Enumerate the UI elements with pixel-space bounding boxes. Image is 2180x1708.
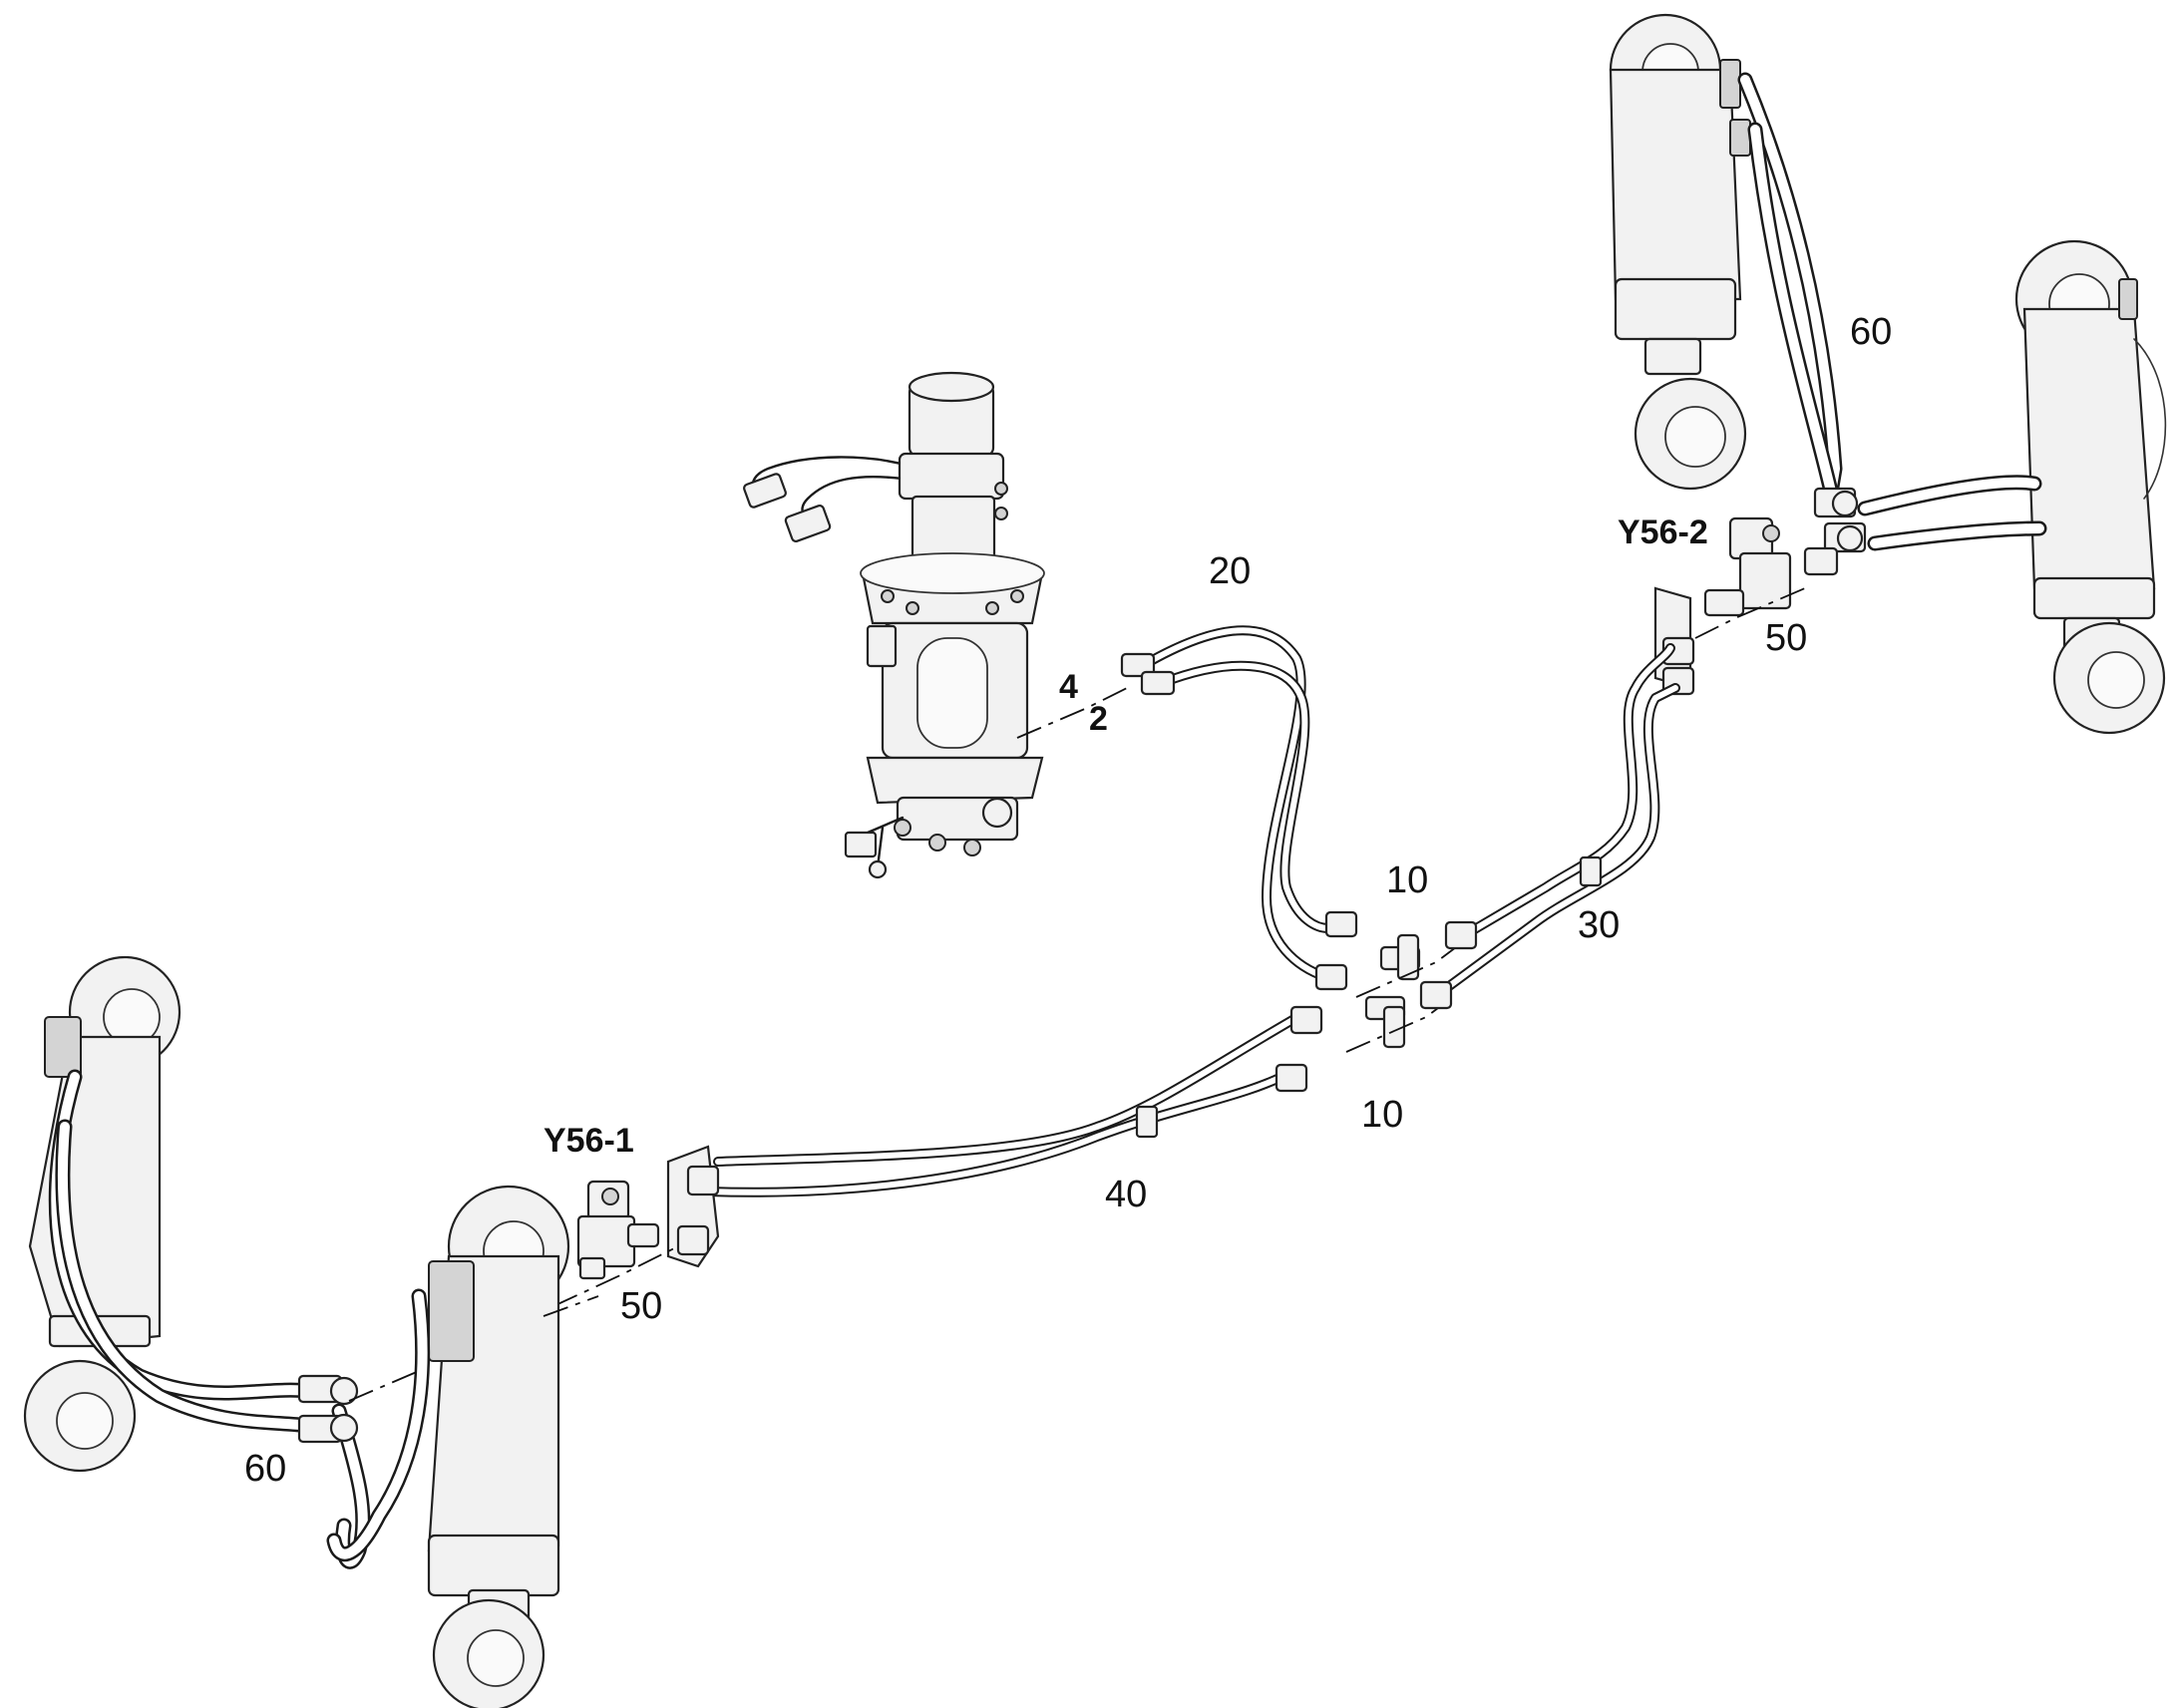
label-tee-upper: 10 <box>1386 859 1428 901</box>
label-port-2: 2 <box>1089 700 1108 738</box>
pipe-assembly-20 <box>1120 625 1358 991</box>
hydraulic-cylinder-icon <box>2014 239 2167 735</box>
centerline-valve-lower <box>552 1245 679 1307</box>
label-valve-upper-item: 50 <box>1765 617 1807 659</box>
hose-assembly-lower <box>48 1069 431 1569</box>
label-hose-lower: 60 <box>244 1448 286 1490</box>
hydraulic-cylinder-icon <box>1609 13 1751 491</box>
centerline-motor <box>1016 687 1128 739</box>
manifold-block-lower <box>666 1145 720 1268</box>
label-pipe-40: 40 <box>1105 1174 1147 1215</box>
centerline-tees <box>1355 946 1457 998</box>
label-pipe-30: 30 <box>1578 904 1620 946</box>
pipe-assembly-40 <box>703 1005 1323 1197</box>
centerline-hoses-lower <box>348 1370 420 1402</box>
label-valve-lower: Y56-1 <box>544 1122 634 1160</box>
hose-assembly-upper <box>1737 72 2047 576</box>
label-valve-lower-item: 50 <box>620 1285 662 1327</box>
pipe-assembly-30 <box>1419 643 1680 1010</box>
centerline-cylinder-lower <box>543 1295 599 1317</box>
steering-motor-icon <box>743 371 1045 879</box>
label-tee-lower: 10 <box>1361 1094 1403 1136</box>
label-port-4: 4 <box>1059 668 1078 706</box>
hydraulic-cylinder-icon <box>427 1185 570 1708</box>
label-valve-upper: Y56-2 <box>1618 513 1708 551</box>
solenoid-valve-icon <box>1653 516 1792 696</box>
tee-fitting-icon <box>1364 933 1421 1049</box>
label-pipe-20: 20 <box>1209 550 1251 592</box>
centerline-valve-upper <box>1694 587 1806 639</box>
label-hose-upper: 60 <box>1850 311 1892 353</box>
solenoid-valve-icon <box>576 1180 660 1280</box>
